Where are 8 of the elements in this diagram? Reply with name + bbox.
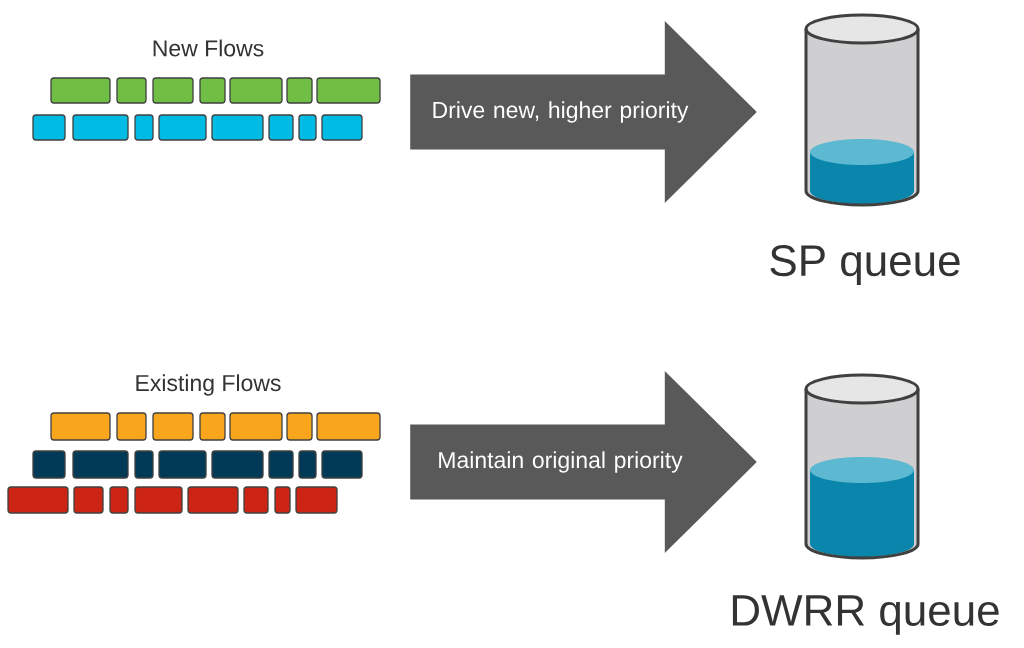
flow-heading: New Flows bbox=[153, 39, 264, 57]
edge-label: Maintain original priority bbox=[439, 451, 683, 473]
flow-heading: Existing Flows bbox=[136, 374, 281, 396]
queue-label: SP queue bbox=[770, 245, 960, 285]
queue-label: DWRR queue bbox=[732, 595, 999, 635]
block-arrow bbox=[410, 371, 757, 553]
block-arrow bbox=[410, 21, 757, 203]
edge-label: Drive new, higher priority bbox=[433, 101, 689, 123]
